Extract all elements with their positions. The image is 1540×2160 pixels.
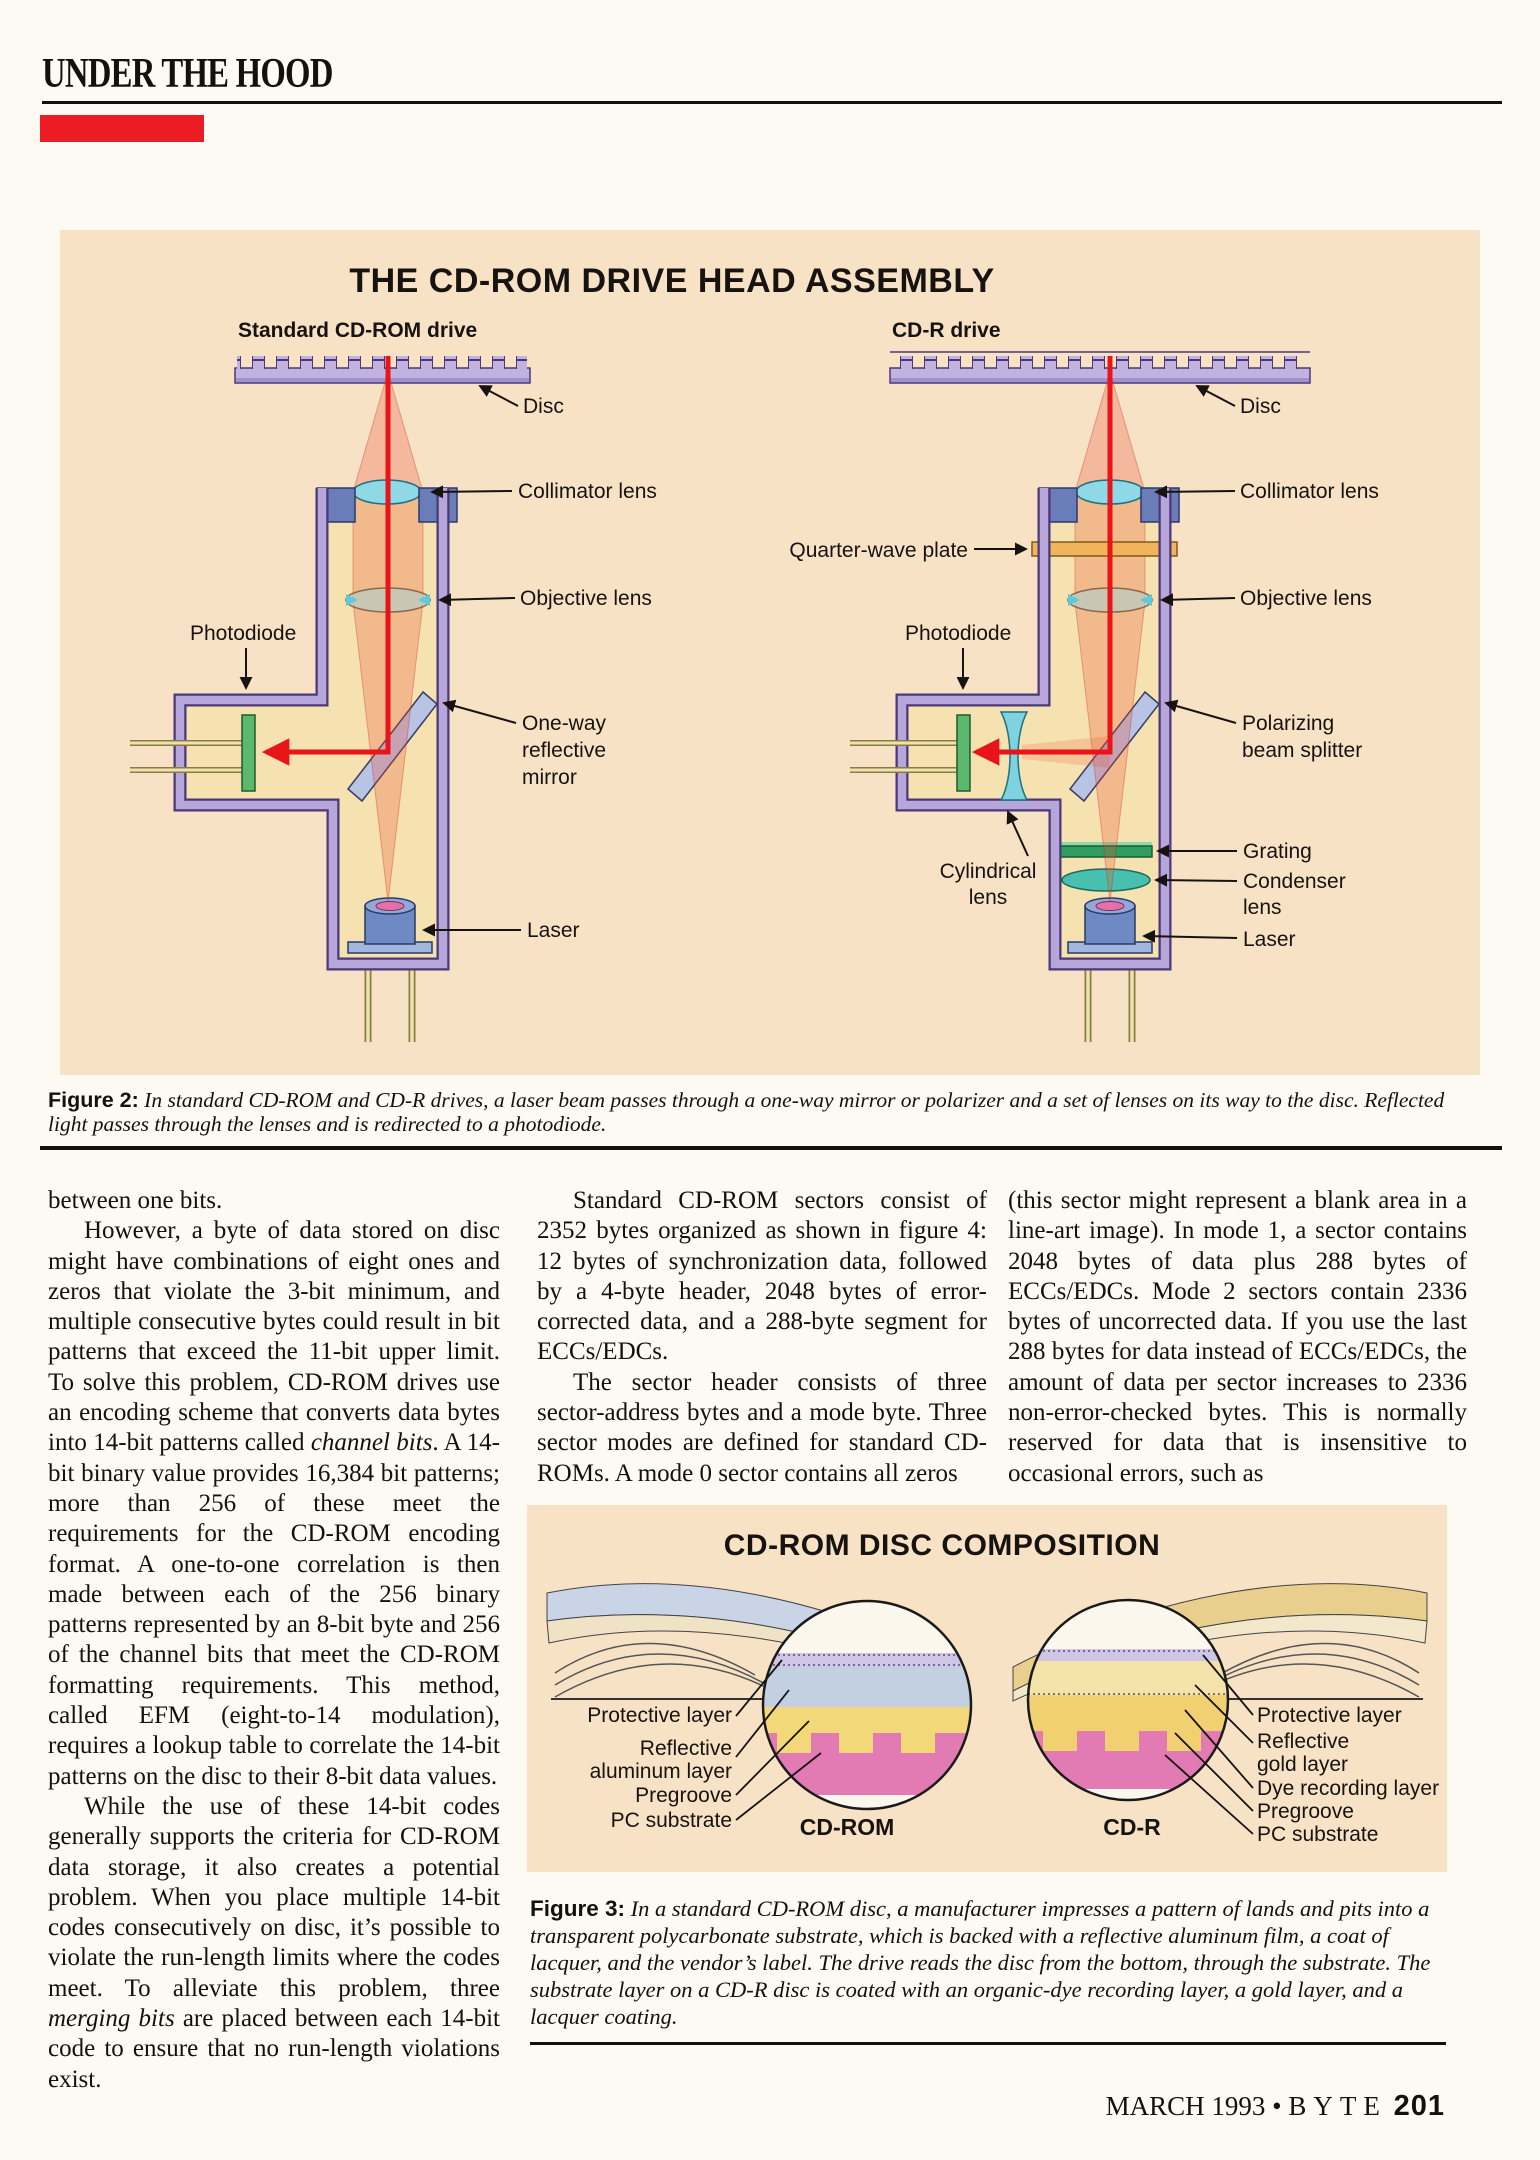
paragraph: However, a byte of data stored on disc m… <box>48 1217 500 1790</box>
label-grating: Grating <box>1243 840 1312 863</box>
body-column-2: Standard CD-ROM sectors consist of 2352 … <box>537 1186 987 1489</box>
label-pregroove-left: Pregroove <box>635 1784 732 1807</box>
label-reflective-left-line1: Reflective <box>640 1737 732 1760</box>
label-photodiode-left: Photodiode <box>190 622 296 645</box>
body-column-3: (this sector might represent a blank are… <box>1008 1186 1467 1489</box>
label-disc-left: Disc <box>523 395 564 418</box>
cdrom-cross-section <box>763 1601 971 1809</box>
photodiode-right <box>956 714 971 792</box>
red-accent-bar <box>40 115 204 142</box>
label-reflective-right-line2: gold layer <box>1257 1753 1348 1776</box>
label-pbs-line2: beam splitter <box>1242 739 1362 762</box>
laser-beam-right <box>971 356 1113 766</box>
one-way-mirror <box>346 690 439 803</box>
photodiode-left <box>241 714 256 792</box>
cylindrical-lens <box>999 711 1029 801</box>
label-photodiode-right: Photodiode <box>905 622 1011 645</box>
label-cylindrical-line1: Cylindrical <box>940 860 1037 883</box>
label-collimator-right: Collimator lens <box>1240 480 1379 503</box>
header-rule <box>42 101 1502 104</box>
laser-right <box>1067 897 1153 954</box>
condenser-lens <box>1061 868 1151 892</box>
label-protective-left: Protective layer <box>587 1704 732 1727</box>
paragraph: (this sector might represent a blank are… <box>1008 1187 1467 1487</box>
cdr-drive-diagram: Disc Collimator lens Quarter-wave plate … <box>789 351 1379 1042</box>
figure3-caption-text: In a standard CD-ROM disc, a manufacture… <box>530 1896 1431 2029</box>
label-collimator-left: Collimator lens <box>518 480 657 503</box>
label-laser-left: Laser <box>527 919 580 942</box>
laser-beam-left <box>261 356 391 766</box>
label-disc-right: Disc <box>1240 395 1281 418</box>
cdrom-name: CD-ROM <box>800 1814 895 1840</box>
polarizing-beam-splitter <box>1068 690 1161 803</box>
figure3-caption: Figure 3: In a standard CD-ROM disc, a m… <box>530 1895 1446 2030</box>
label-quarter-wave-plate: Quarter-wave plate <box>789 539 968 562</box>
disc-right-pits <box>892 356 1308 369</box>
label-mirror-line2: reflective <box>522 739 606 762</box>
cdr-name: CD-R <box>1103 1814 1161 1840</box>
figure3-title: CD-ROM DISC COMPOSITION <box>724 1529 1161 1562</box>
label-laser-right: Laser <box>1243 928 1296 951</box>
label-condenser-line1: Condenser <box>1243 870 1346 893</box>
paragraph: Standard CD-ROM sectors consist of 2352 … <box>537 1187 987 1366</box>
paragraph: While the use of these 14-bit codes gene… <box>48 1792 500 2093</box>
footer-page-number: 201 <box>1393 2090 1445 2122</box>
page-footer: MARCH 1993 • BYTE 201 <box>1106 2090 1445 2123</box>
paragraph: between one bits. <box>48 1187 223 1214</box>
footer-bullet: • <box>1272 2091 1282 2121</box>
label-reflective-left-line2: aluminum layer <box>590 1760 732 1783</box>
label-mirror-line1: One-way <box>522 712 607 735</box>
mid-rule <box>40 1146 1502 1150</box>
quarter-wave-plate <box>1031 541 1178 557</box>
cdrom-head-assembly-diagram: THE CD-ROM DRIVE HEAD ASSEMBLY Standard … <box>130 262 1379 1042</box>
body-column-1: between one bits. However, a byte of dat… <box>48 1186 500 2095</box>
label-dye-layer: Dye recording layer <box>1257 1777 1439 1800</box>
disc-composition-diagram: CD-ROM DISC COMPOSITION <box>546 1529 1439 1846</box>
label-pc-substrate-right: PC substrate <box>1257 1823 1378 1846</box>
label-pc-substrate-left: PC substrate <box>611 1809 732 1832</box>
grating-top <box>1060 842 1152 846</box>
label-condenser-line2: lens <box>1243 896 1282 919</box>
footer-issue: MARCH 1993 <box>1105 2091 1266 2121</box>
cdr-cross-section <box>1028 1600 1228 1800</box>
disc-left-pits <box>237 356 527 369</box>
figure3-rule <box>530 2042 1446 2045</box>
label-objective-left: Objective lens <box>520 587 652 610</box>
figure2-panel: THE CD-ROM DRIVE HEAD ASSEMBLY Standard … <box>60 230 1480 1075</box>
figure2-caption-label: Figure 2: <box>48 1088 139 1112</box>
label-mirror-line3: mirror <box>522 766 577 789</box>
label-reflective-right-line1: Reflective <box>1257 1730 1349 1753</box>
label-protective-right: Protective layer <box>1257 1704 1402 1727</box>
figure2-title: THE CD-ROM DRIVE HEAD ASSEMBLY <box>349 262 994 300</box>
right-diagram-heading: CD-R drive <box>892 319 1001 342</box>
section-header: UNDER THE HOOD <box>42 51 333 97</box>
figure2-caption: Figure 2: In standard CD-ROM and CD-R dr… <box>48 1088 1482 1136</box>
footer-magazine: BYTE <box>1288 2091 1387 2121</box>
label-pregroove-right: Pregroove <box>1257 1800 1354 1823</box>
label-objective-right: Objective lens <box>1240 587 1372 610</box>
figure3-caption-label: Figure 3: <box>530 1896 626 1921</box>
paragraph: The sector header consists of three sect… <box>537 1368 987 1487</box>
figure2-caption-text: In standard CD-ROM and CD-R drives, a la… <box>48 1088 1445 1136</box>
left-diagram-heading: Standard CD-ROM drive <box>238 319 477 342</box>
laser-left <box>347 897 433 954</box>
label-pbs-line1: Polarizing <box>1242 712 1334 735</box>
standard-cdrom-drive-diagram: Disc Collimator lens Objective lens Phot… <box>130 356 657 1042</box>
figure3-panel: CD-ROM DISC COMPOSITION <box>527 1505 1447 1872</box>
label-cylindrical-line2: lens <box>969 886 1008 909</box>
